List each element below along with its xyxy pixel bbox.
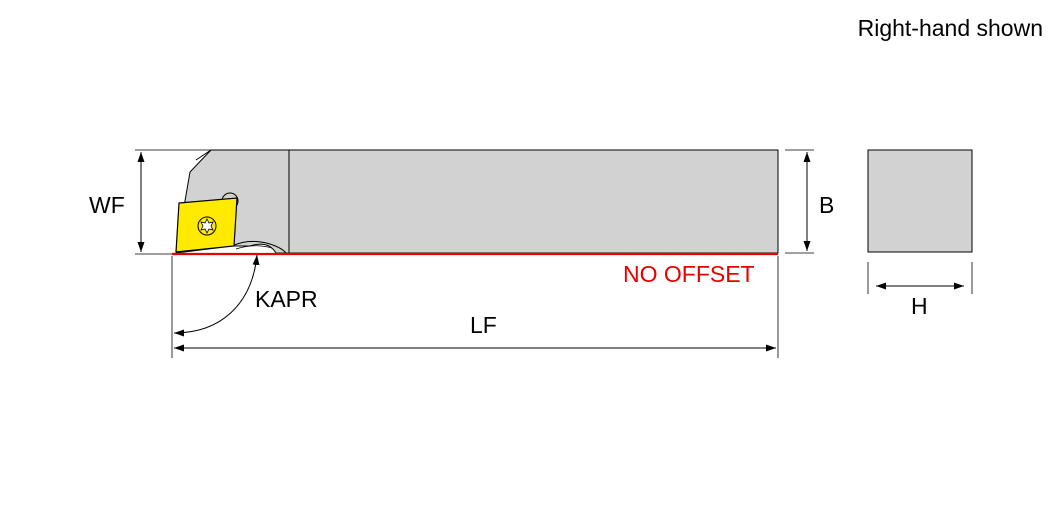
b-dimension: B <box>785 149 834 254</box>
torx-screw-icon <box>197 216 217 236</box>
chip-relief-inner <box>235 245 273 250</box>
kapr-dimension: KAPR <box>171 254 318 358</box>
shank-side-view <box>175 149 779 254</box>
shank-end-view: H <box>867 149 973 319</box>
orientation-note: Right-hand shown <box>857 15 1043 41</box>
head-chamfer <box>195 149 212 161</box>
shank-cross-section <box>867 149 973 253</box>
chip-relief <box>231 240 287 254</box>
kapr-label: KAPR <box>255 286 318 312</box>
b-label: B <box>819 192 834 218</box>
wf-label: WF <box>89 192 125 218</box>
lf-label: LF <box>470 312 497 338</box>
wf-dimension: WF <box>89 149 211 255</box>
shank-body <box>288 149 779 254</box>
lf-dimension: LF <box>174 256 779 358</box>
h-label: H <box>911 293 928 319</box>
no-offset-label: NO OFFSET <box>623 261 755 287</box>
